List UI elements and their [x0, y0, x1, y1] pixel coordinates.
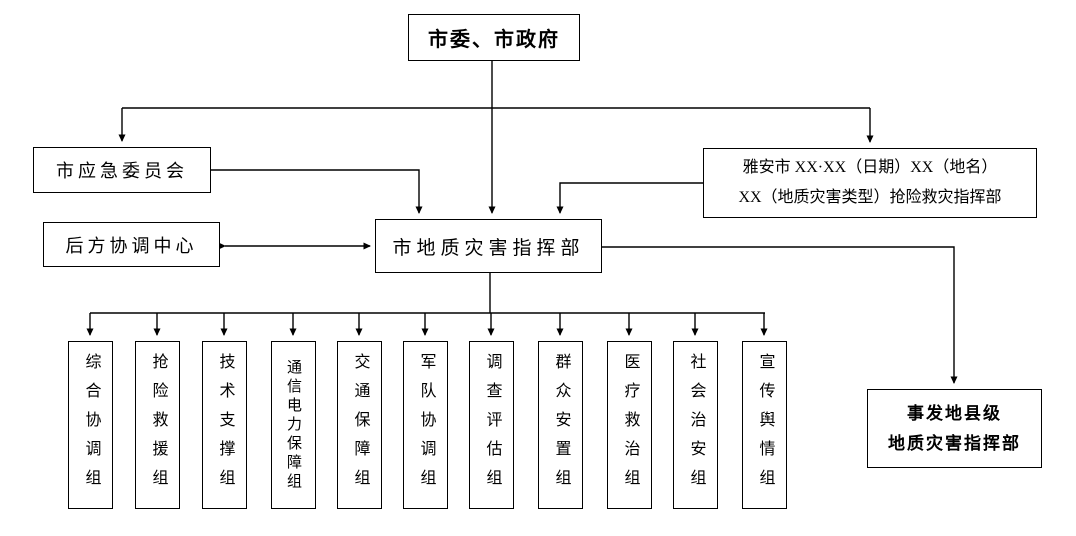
node-rescue-headquarters-line1: 雅安市 XX·XX（日期）XX（地名） — [742, 159, 998, 176]
group-label: 医疗救治组 — [621, 352, 639, 498]
node-group-medical-treatment: 医疗救治组 — [607, 341, 652, 509]
group-label: 通信电力保障组 — [285, 358, 301, 492]
group-label: 调查评估组 — [483, 352, 501, 498]
node-emergency-committee: 市应急委员会 — [33, 147, 211, 193]
group-label: 综合协调组 — [82, 352, 100, 498]
node-rear-coordination-center: 后方协调中心 — [43, 222, 220, 267]
node-group-public-security: 社会治安组 — [673, 341, 718, 509]
group-label: 群众安置组 — [552, 352, 570, 498]
group-label: 交通保障组 — [351, 352, 369, 498]
node-group-technical-support: 技术支撑组 — [202, 341, 247, 509]
group-label: 宣传舆情组 — [756, 352, 774, 498]
connector-rescuehq-to-cityhq — [556, 182, 703, 214]
node-county-geohazard-hq-line1: 事发地县级 — [907, 403, 1002, 423]
node-emergency-committee-label: 市应急委员会 — [56, 161, 188, 181]
node-county-geohazard-hq-line2: 地质灾害指挥部 — [888, 433, 1021, 453]
node-city-government-label: 市委、市政府 — [428, 29, 560, 51]
connector-emergency-to-cityhq — [211, 169, 423, 214]
node-group-communication-power: 通信电力保障组 — [271, 341, 316, 509]
node-group-resettlement: 群众安置组 — [538, 341, 583, 509]
node-rescue-headquarters: 雅安市 XX·XX（日期）XX（地名） XX（地质灾害类型）抢险救灾指挥部 — [703, 148, 1037, 218]
node-rear-coordination-center-label: 后方协调中心 — [65, 235, 198, 256]
group-label: 社会治安组 — [687, 352, 705, 498]
node-city-government: 市委、市政府 — [408, 14, 580, 61]
node-group-comprehensive-coordination: 综合协调组 — [68, 341, 113, 509]
node-city-geohazard-hq: 市地质灾害指挥部 — [375, 219, 602, 273]
group-label: 军队协调组 — [417, 352, 435, 498]
node-city-geohazard-hq-label: 市地质灾害指挥部 — [392, 237, 585, 259]
node-group-publicity-opinion: 宣传舆情组 — [742, 341, 787, 509]
node-group-investigation-assessment: 调查评估组 — [469, 341, 514, 509]
group-label: 抢险救援组 — [149, 352, 167, 498]
node-group-military-coordination: 军队协调组 — [403, 341, 448, 509]
node-county-geohazard-hq: 事发地县级 地质灾害指挥部 — [867, 389, 1042, 468]
node-group-rescue: 抢险救援组 — [135, 341, 180, 509]
node-group-transport-support: 交通保障组 — [337, 341, 382, 509]
node-rescue-headquarters-line2: XX（地质灾害类型）抢险救灾指挥部 — [738, 189, 1002, 206]
group-label: 技术支撑组 — [216, 352, 234, 498]
